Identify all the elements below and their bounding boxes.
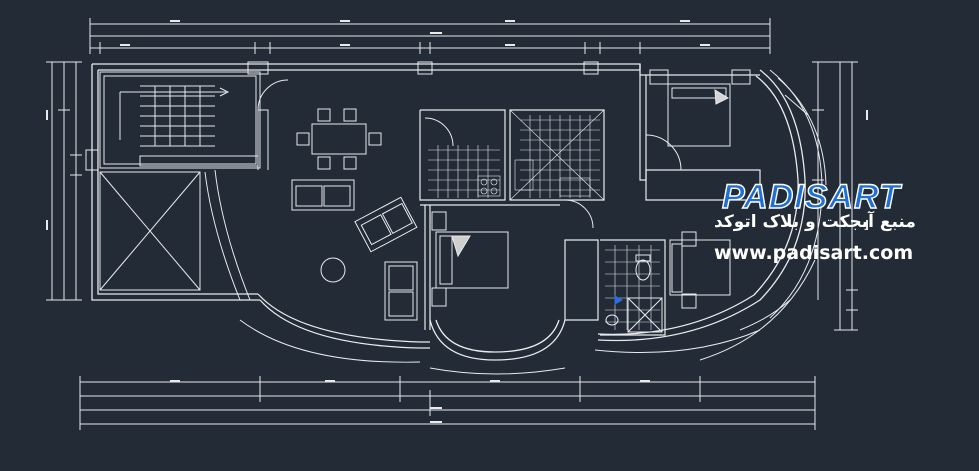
left-dimension-lines (46, 61, 82, 301)
padisart-watermark: PADISART منبع آبجکت و بلاک اتوکد www.pad… (700, 177, 960, 273)
top-dimension-lines (89, 18, 771, 54)
balcony-rail (739, 69, 827, 331)
exterior-walls (91, 63, 806, 361)
watermark-brand-logo: PADISART (721, 177, 901, 216)
dimension-label-marks (46, 20, 868, 423)
window-marks (85, 61, 599, 171)
corridor-door-swing (564, 199, 594, 229)
living-sofas (291, 179, 418, 321)
interior-walls (419, 75, 761, 336)
dining-set (296, 108, 382, 170)
kitchen-door-swing (424, 117, 454, 147)
watermark-tagline: منبع آبجکت و بلاک اتوکد (714, 212, 916, 232)
stair-core (99, 71, 261, 169)
arc-dimensions (239, 259, 816, 375)
bottom-dimension-lines (79, 376, 816, 430)
bedroom-2 (431, 211, 509, 307)
bedroom-3 (669, 231, 731, 309)
bedroom-1 (645, 69, 751, 171)
right-dimension-lines (812, 61, 858, 331)
open-shaft (99, 171, 201, 291)
kitchen-tiles (428, 109, 605, 201)
bathroom (605, 245, 663, 333)
watermark-url: www.padisart.com (714, 242, 914, 264)
living-curved-wall (204, 79, 289, 301)
